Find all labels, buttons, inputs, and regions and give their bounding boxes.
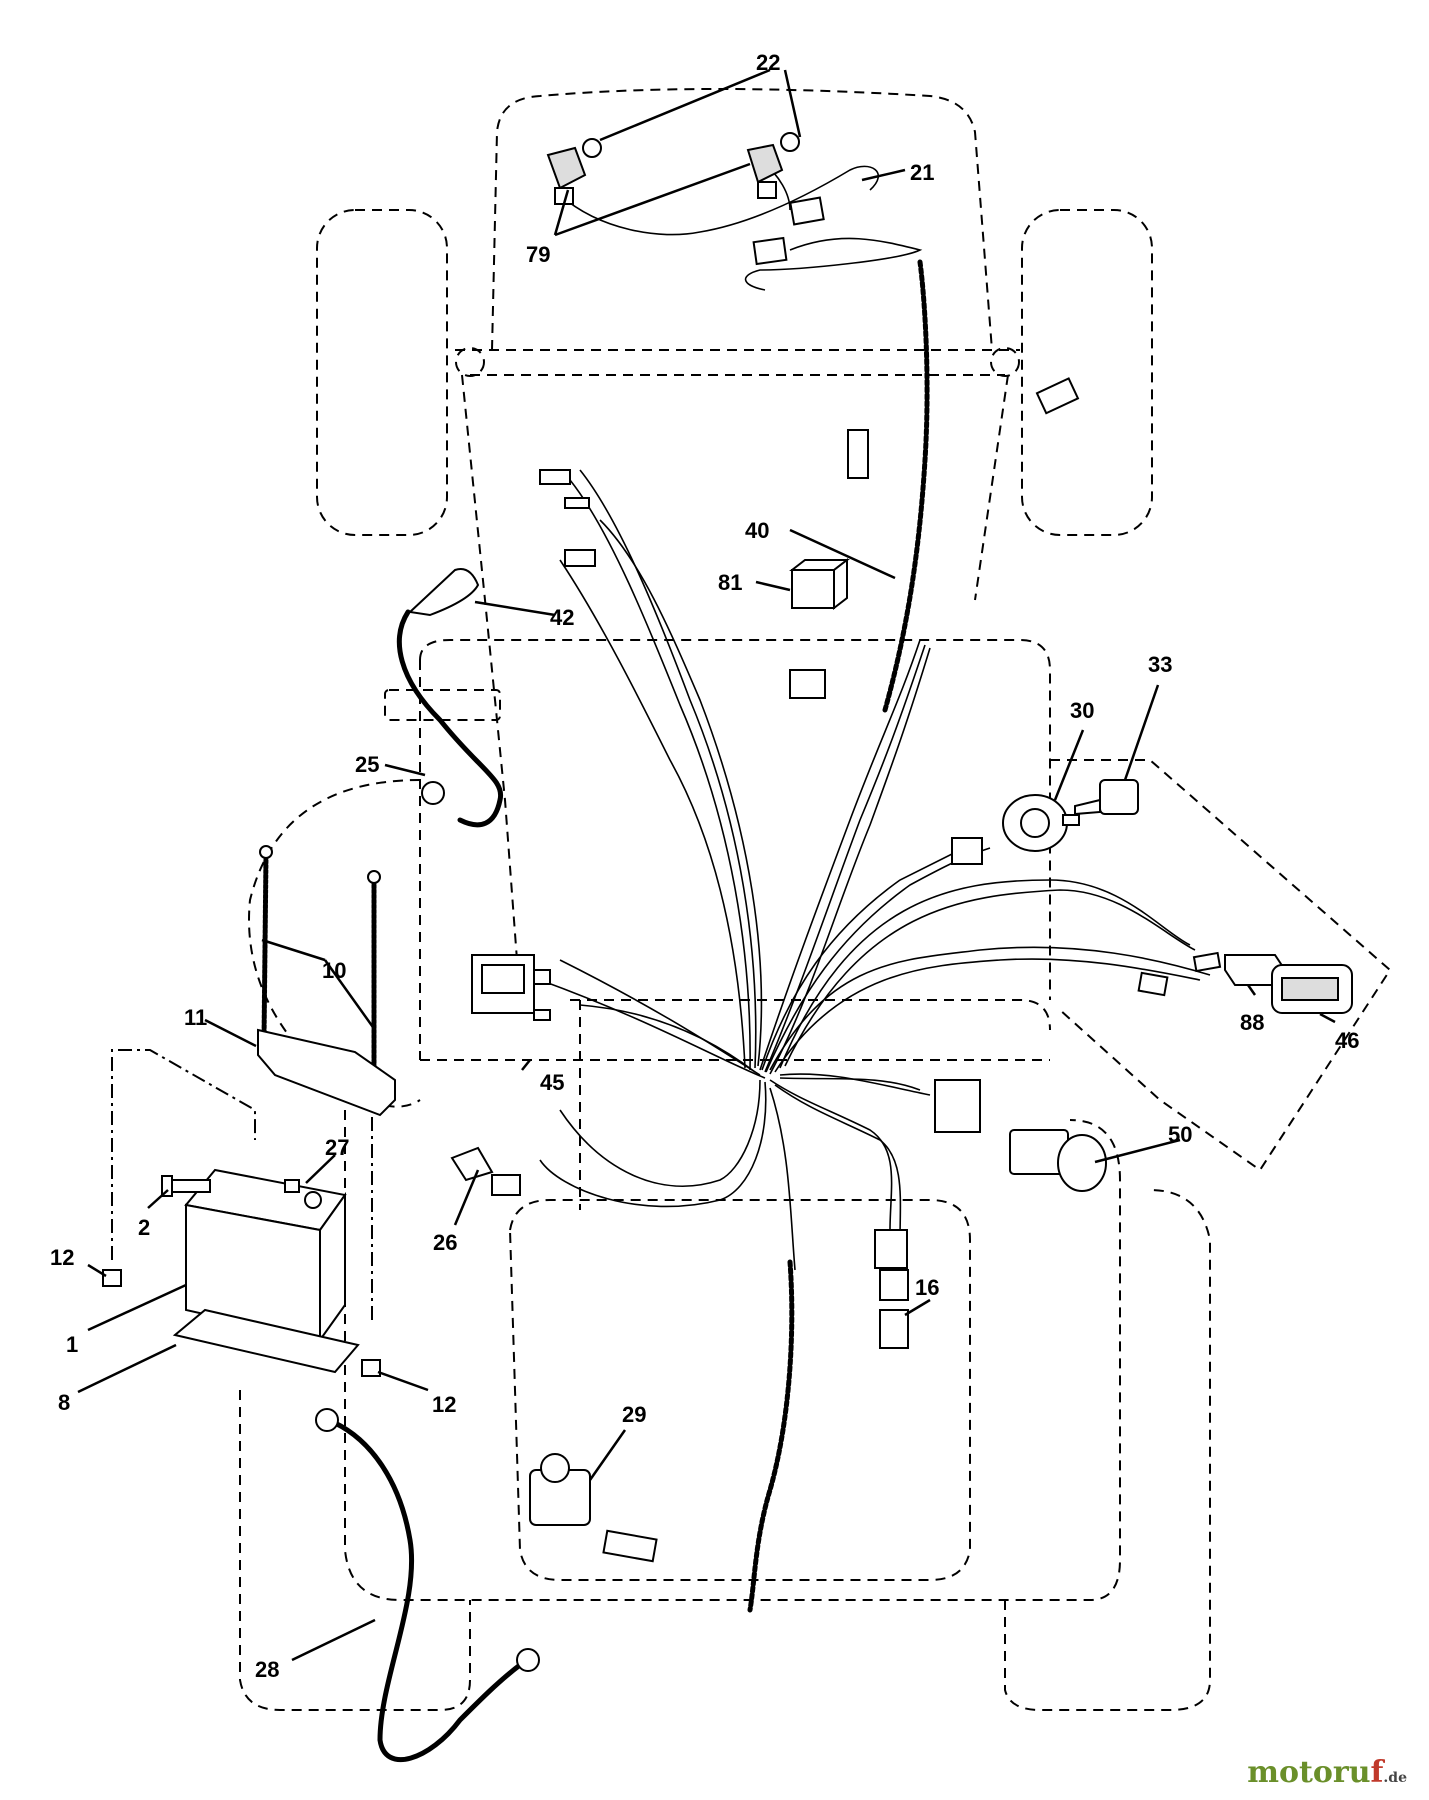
callout-29: 29 (622, 1402, 646, 1427)
callout-88: 88 (1240, 1010, 1264, 1035)
ignition-key-33 (1074, 779, 1139, 816)
callout-45: 45 (540, 1070, 564, 1095)
leader-lines (77, 68, 1336, 1662)
battery-1 (184, 1168, 347, 1344)
callout-50: 50 (1168, 1122, 1192, 1147)
ring-terminal-28-bottom (516, 1648, 540, 1672)
callout-labels: 22 21 79 40 81 42 25 33 30 10 11 45 88 4… (50, 50, 1359, 1682)
connector-block (934, 1079, 981, 1133)
coiled-loom-front (882, 259, 930, 713)
hold-down-rods-10 (259, 845, 381, 1088)
callout-46: 46 (1335, 1028, 1359, 1053)
cable-boot (407, 568, 480, 617)
callout-33: 33 (1148, 652, 1172, 677)
callout-26: 26 (433, 1230, 457, 1255)
pto-switch-50 (1009, 1129, 1107, 1192)
hour-meter-45 (471, 954, 551, 1021)
callout-10: 10 (322, 958, 346, 983)
motoruf-watermark: motoruf.de (1247, 1755, 1407, 1790)
headlight-socket-left (546, 138, 602, 205)
battery-gauge-46 (1271, 964, 1353, 1014)
callout-21: 21 (910, 160, 934, 185)
callout-2: 2 (138, 1215, 150, 1240)
coiled-loom-rear (747, 1259, 795, 1613)
callout-25: 25 (355, 752, 379, 777)
battery-cable-positive (396, 609, 504, 828)
callout-1: 1 (66, 1332, 78, 1357)
fuse-holder-26 (450, 1146, 521, 1196)
callout-22: 22 (756, 50, 780, 75)
callout-16: 16 (915, 1275, 939, 1300)
callout-81: 81 (718, 570, 742, 595)
relay-81 (789, 557, 850, 611)
callout-28: 28 (255, 1657, 279, 1682)
harness-connectors-right (789, 377, 1222, 997)
watermark-letter: f (1370, 1755, 1384, 1790)
bolt-2 (161, 1175, 211, 1197)
nut-27 (284, 1179, 300, 1193)
watermark-letter: u (1348, 1755, 1371, 1790)
ring-terminal-28-top (315, 1408, 339, 1432)
callout-30: 30 (1070, 698, 1094, 723)
callout-40: 40 (745, 518, 769, 543)
clip-12-right (361, 1359, 381, 1377)
main-harness-wires (539, 159, 1211, 1271)
headlight-socket-right (746, 132, 800, 199)
watermark-letter: m (1247, 1755, 1279, 1790)
callout-27: 27 (325, 1135, 349, 1160)
callout-11: 11 (184, 1005, 207, 1030)
solenoid-29 (529, 1453, 658, 1563)
callout-79: 79 (526, 242, 550, 267)
connector-16 (879, 1269, 909, 1349)
battery-cable-negative (332, 1420, 523, 1763)
watermark-suffix: .de (1383, 1770, 1407, 1786)
ring-terminal-25 (421, 781, 445, 805)
callout-12-left: 12 (50, 1245, 74, 1270)
clip-12-left (102, 1269, 122, 1287)
tractor-outline (111, 88, 1392, 1711)
ignition-switch-30 (1002, 794, 1080, 852)
callout-8: 8 (58, 1390, 70, 1415)
callout-42: 42 (550, 605, 574, 630)
hold-down-bracket-11 (257, 1028, 396, 1117)
watermark-letter: o (1312, 1755, 1333, 1790)
watermark-letter: o (1279, 1755, 1300, 1790)
seat-switch-connector (539, 469, 596, 567)
connector-small-rear (874, 1229, 908, 1269)
watermark-brand: motoruf (1247, 1755, 1383, 1790)
callout-12-right: 12 (432, 1392, 456, 1417)
connector-front (752, 236, 788, 266)
connector-21 (789, 196, 825, 226)
watermark-letter: t (1299, 1755, 1313, 1790)
watermark-letter: r (1332, 1755, 1349, 1790)
battery-tray-8 (172, 1308, 360, 1374)
